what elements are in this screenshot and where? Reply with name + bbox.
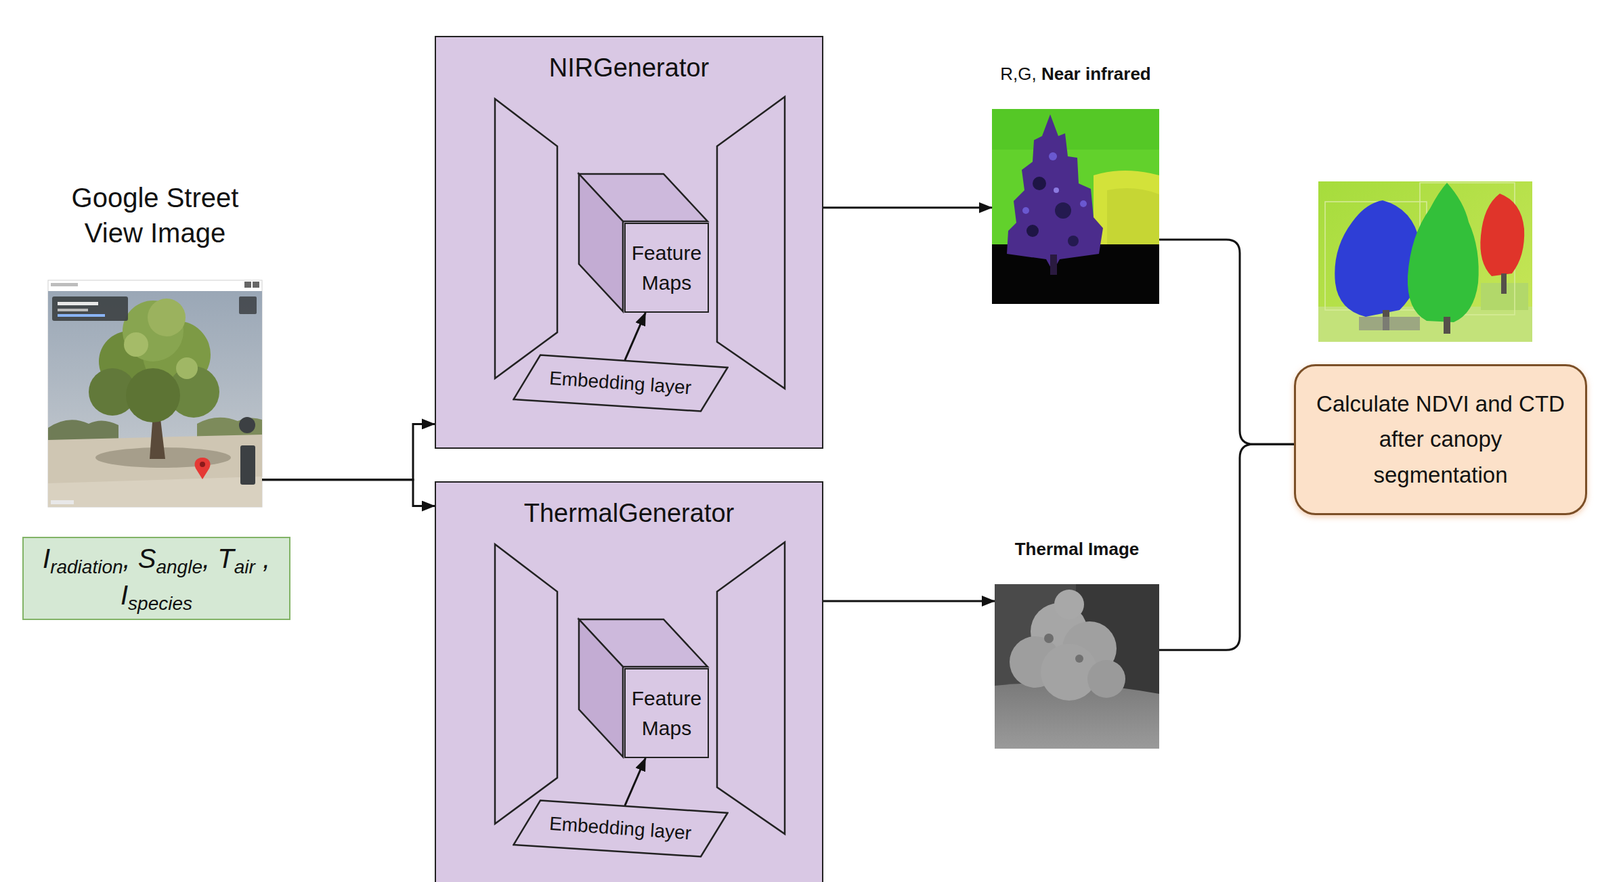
heading-part: Near infrared — [1041, 63, 1152, 84]
generator-box: ThermalGeneratorFeature MapsEmbedding la… — [434, 481, 824, 882]
generator-box: NIRGeneratorFeature MapsEmbedding layer — [434, 35, 824, 449]
symbol: I — [42, 543, 51, 574]
image-heading: R,G, Near infrared — [974, 63, 1178, 85]
nir-image — [991, 109, 1160, 305]
image-heading: Google Street View Image — [39, 180, 271, 251]
symbol: T — [217, 543, 234, 574]
separator: , — [123, 543, 139, 574]
separator: , — [202, 543, 218, 574]
arrow — [624, 312, 646, 361]
bracket-line — [1159, 239, 1294, 445]
street-view-photo — [48, 280, 263, 508]
image-heading: Thermal Image — [975, 538, 1179, 560]
parameter-box: Iradiation, Sangle, Tair , Ispecies — [22, 536, 291, 621]
parameter-list: Iradiation, Sangle, Tair , Ispecies — [30, 542, 283, 615]
image-panel: Thermal Image — [994, 584, 1160, 749]
generator-title: NIRGenerator — [436, 53, 823, 84]
process-box: Calculate NDVI and CTD after canopy segm… — [1293, 364, 1588, 516]
generator-body — [434, 481, 824, 882]
feature-map-cube: Feature Maps — [624, 222, 709, 313]
generator-title: ThermalGenerator — [436, 499, 823, 529]
arrow — [823, 599, 995, 602]
cube-label: Feature Maps — [629, 238, 704, 298]
cube-label: Feature Maps — [629, 683, 704, 743]
process-label: Calculate NDVI and CTD after canopy segm… — [1312, 386, 1569, 493]
symbol: I — [120, 580, 128, 611]
embedding-shape — [513, 801, 728, 858]
arrow — [262, 480, 435, 507]
separator: , — [255, 543, 271, 574]
embedding-layer: Embedding layer — [512, 354, 729, 413]
arrow — [624, 758, 646, 806]
feature-map-cube: Feature Maps — [624, 668, 709, 759]
heading-part: R,G, — [1000, 63, 1042, 84]
subscript: air — [234, 556, 256, 578]
image-panel: R,G, Near infrared — [991, 109, 1160, 305]
arrow — [262, 423, 435, 480]
bracket-line — [1159, 444, 1294, 651]
arrow — [823, 206, 992, 209]
thermal-image — [994, 584, 1160, 749]
image-panel: Google Street View Image — [48, 280, 263, 508]
embedding-shape — [513, 355, 728, 412]
segmentation-image — [1318, 181, 1533, 342]
subscript: radiation — [50, 556, 123, 578]
embedding-layer: Embedding layer — [512, 799, 729, 858]
symbol: S — [138, 543, 157, 574]
generator-body — [434, 35, 824, 449]
subscript: species — [127, 592, 193, 614]
subscript: angle — [155, 556, 203, 578]
